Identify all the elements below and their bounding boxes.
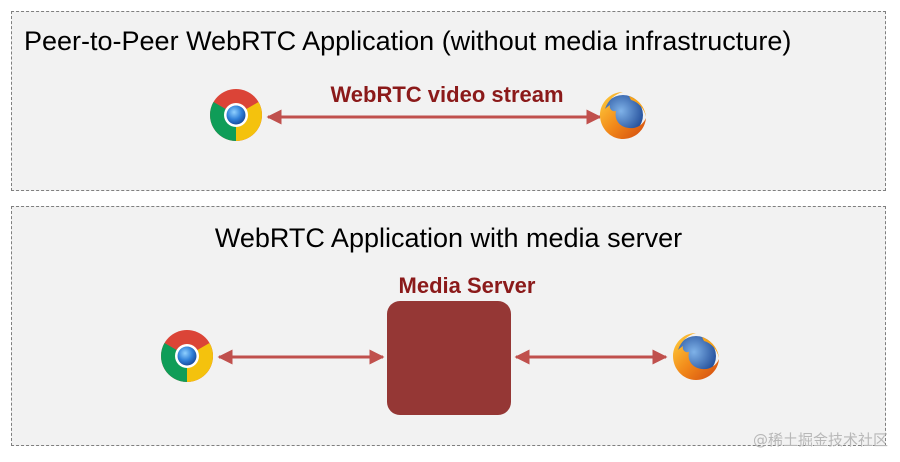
firefox-browser-icon (673, 333, 719, 380)
peer-connection-arrow (266, 109, 602, 125)
peer-to-peer-title: Peer-to-Peer WebRTC Application (without… (24, 26, 792, 56)
peer-to-peer-panel: Peer-to-Peer WebRTC Application (without… (11, 11, 886, 191)
media-server-label: Media Server (398, 273, 536, 298)
watermark: @稀土掘金技术社区 (752, 431, 888, 449)
webrtc-video-stream-label: WebRTC video stream (330, 82, 564, 107)
chrome-to-server-arrow (217, 349, 385, 365)
media-server-title: WebRTC Application with media server (214, 223, 683, 253)
chrome-browser-icon (210, 89, 262, 141)
media-server-box (387, 301, 511, 415)
server-to-firefox-arrow (514, 349, 668, 365)
media-server-panel: WebRTC Application with media server Med… (11, 206, 886, 446)
chrome-browser-icon (161, 330, 213, 382)
firefox-browser-icon (600, 92, 646, 139)
